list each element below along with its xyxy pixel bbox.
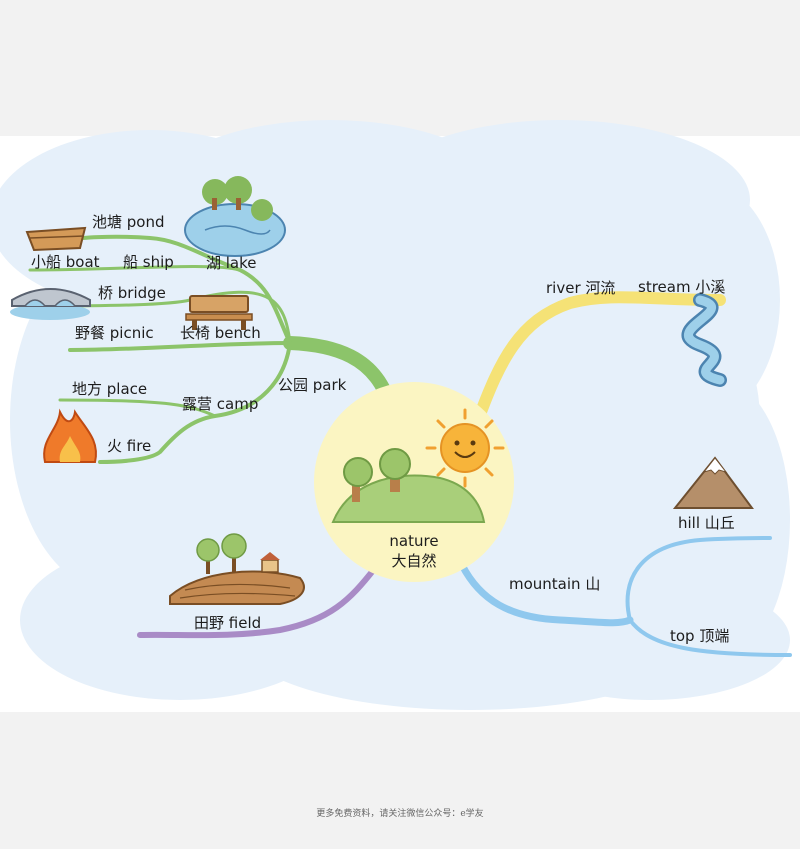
- center-label-en: nature: [389, 532, 438, 550]
- mountain-icon: [672, 456, 754, 509]
- footer-note: 更多免费资料，请关注微信公众号：e学友: [316, 809, 484, 819]
- label-park: 公园 park: [278, 376, 347, 394]
- label-stream: stream 小溪: [638, 278, 725, 296]
- lake-icon: [184, 176, 286, 257]
- label-lake: 湖 lake: [206, 254, 257, 272]
- river-branch: [472, 291, 726, 426]
- label-hill: hill 山丘: [678, 514, 735, 532]
- label-bridge: 桥 bridge: [98, 284, 166, 302]
- bridge-icon: [10, 288, 91, 320]
- label-place: 地方 place: [72, 380, 147, 398]
- label-boat: 小船 boat: [31, 253, 100, 271]
- park-branch: [28, 234, 392, 464]
- hill-trees-icon: [331, 448, 486, 523]
- field-icon: [169, 533, 305, 605]
- label-pond: 池塘 pond: [92, 213, 165, 231]
- bench-icon: [185, 295, 253, 330]
- label-ship: 船 ship: [123, 253, 174, 271]
- fire-icon: [43, 408, 97, 463]
- label-field: 田野 field: [194, 614, 261, 632]
- sun-icon: [425, 408, 505, 488]
- label-river: river 河流: [546, 279, 615, 297]
- boat-icon: [25, 226, 87, 252]
- label-camp: 露营 camp: [182, 395, 258, 413]
- label-bench: 长椅 bench: [180, 324, 261, 342]
- label-mountain: mountain 山: [509, 575, 600, 593]
- field-branch: [137, 565, 378, 639]
- label-picnic: 野餐 picnic: [75, 324, 154, 342]
- stream-icon: [681, 293, 727, 387]
- label-top: top 顶端: [670, 627, 729, 645]
- label-fire: 火 fire: [107, 437, 151, 455]
- mountain-branch: [458, 536, 792, 657]
- center-label-zh: 大自然: [391, 552, 436, 570]
